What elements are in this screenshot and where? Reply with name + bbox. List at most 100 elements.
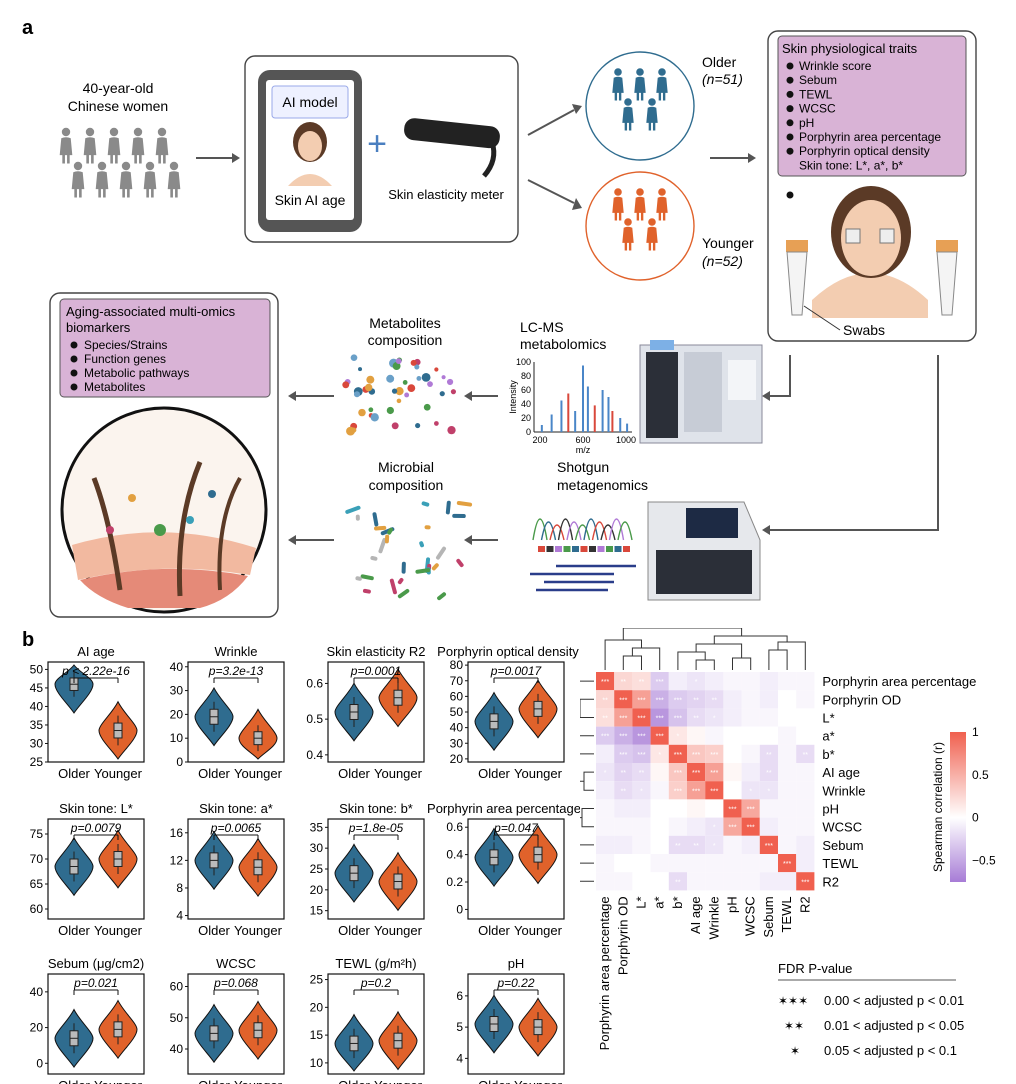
heatmap-cell — [759, 690, 778, 709]
heatmap-cell — [705, 781, 724, 800]
microbial-label-line1: Microbial — [378, 459, 434, 475]
chart-title: pH — [508, 956, 525, 971]
heatmap-cell — [687, 708, 706, 727]
heatmap-cell — [741, 854, 760, 873]
heatmap-cell — [705, 799, 724, 818]
x-category-label: Older — [198, 1078, 230, 1084]
ms-ytick: 0 — [526, 427, 531, 437]
heatmap-cell — [741, 672, 760, 691]
trait-item: pH — [799, 116, 814, 130]
y-tick-label: 50 — [450, 705, 464, 719]
violin-chart: TEWL (g/m²h)10152025OlderYoungerp=0.2 — [310, 956, 425, 1084]
significance-stars: *** — [692, 752, 700, 759]
heatmap-cell — [650, 744, 669, 763]
heatmap-cell — [705, 690, 724, 709]
y-tick-label: 4 — [456, 1051, 463, 1065]
heatmap-cell — [596, 672, 615, 691]
violin-chart: Porphyrin area percentage00.20.40.6Older… — [427, 801, 580, 938]
x-category-label: Older — [338, 1078, 370, 1084]
heatmap-cell — [759, 763, 778, 782]
heatmap-cell — [796, 690, 815, 709]
plot-frame — [47, 818, 145, 920]
heatmap-cell — [796, 872, 815, 891]
heatmap-cell — [668, 781, 687, 800]
heatmap-cell — [705, 872, 724, 891]
x-category-label: Younger — [234, 923, 283, 938]
row-label: TEWL — [822, 856, 858, 871]
x-category-label: Younger — [234, 1078, 283, 1084]
cohort-people-icon — [59, 127, 181, 198]
column-label: TEWL — [779, 896, 794, 932]
y-tick-label: 0.4 — [306, 748, 323, 762]
heatmap-cell — [741, 708, 760, 727]
y-tick-label: 50 — [170, 1011, 184, 1025]
arrow-icon — [770, 355, 939, 531]
heatmap-cell — [759, 872, 778, 891]
legend-stars-2: ✶✶ — [784, 1019, 804, 1033]
heatmap-cell — [668, 672, 687, 691]
y-tick-label: 25 — [310, 862, 324, 876]
heatmap-cell — [650, 708, 669, 727]
significance-stars: *** — [637, 752, 645, 759]
heatmap-cell — [596, 708, 615, 727]
heatmap-cell — [614, 690, 633, 709]
p-value-label: p=1.8e-05 — [348, 821, 404, 835]
heatmap-cell — [650, 835, 669, 854]
heatmap-cell — [650, 854, 669, 873]
ms-xtick: 1000 — [616, 435, 636, 445]
significance-stars: * — [768, 788, 771, 795]
column-label: R2 — [797, 896, 812, 913]
y-tick-label: 15 — [310, 1028, 324, 1042]
significance-stars: *** — [656, 734, 664, 741]
x-category-label: Younger — [94, 766, 143, 781]
y-tick-label: 65 — [30, 877, 44, 891]
x-category-label: Younger — [234, 766, 283, 781]
heatmap-cell — [778, 781, 797, 800]
sequencer-icon — [647, 501, 761, 601]
heatmap-cell — [650, 872, 669, 891]
x-category-label: Younger — [374, 766, 423, 781]
y-tick-label: 40 — [170, 660, 184, 674]
heatmap-cell — [632, 817, 651, 836]
colorbar-tick: 0.5 — [972, 768, 989, 782]
x-category-label: Younger — [374, 1078, 423, 1084]
arrow-icon — [770, 355, 791, 397]
heatmap-cell — [650, 781, 669, 800]
metabolite-dots-icon — [342, 354, 456, 436]
heatmap-cell — [741, 744, 760, 763]
violin-chart: Porphyrin optical density20304050607080O… — [437, 644, 579, 781]
heatmap-cell — [632, 690, 651, 709]
heatmap-cell — [705, 817, 724, 836]
heatmap-cell — [650, 690, 669, 709]
panel-label-b: b — [22, 629, 34, 651]
heatmap-cell — [614, 799, 633, 818]
plot-frame — [467, 818, 565, 920]
y-tick-label: 45 — [30, 681, 44, 695]
trait-item: Sebum — [799, 73, 837, 87]
heatmap-cell — [741, 817, 760, 836]
bullet-icon — [786, 62, 794, 70]
y-tick-label: 50 — [30, 662, 44, 676]
heatmap-cell — [723, 690, 742, 709]
colorbar-tick: 0 — [972, 811, 979, 825]
heatmap-cell — [687, 690, 706, 709]
row-label: Wrinkle — [822, 783, 865, 798]
y-tick-label: 15 — [310, 904, 324, 918]
chart-title: Skin tone: a* — [199, 801, 273, 816]
traits-list-box — [777, 35, 967, 177]
legend-fdr: FDR P-value ✶✶✶ 0.00 < adjusted p < 0.01… — [778, 961, 964, 1058]
row-label: Porphyrin area percentage — [822, 674, 976, 689]
heatmap-cell — [632, 744, 651, 763]
younger-people-icon — [612, 188, 668, 251]
heatmap-cell — [796, 672, 815, 691]
heatmap-cell — [723, 799, 742, 818]
row-label: b* — [822, 747, 834, 762]
significance-stars: *** — [601, 734, 609, 741]
x-category-label: Older — [338, 923, 370, 938]
significance-stars: *** — [747, 807, 755, 814]
ms-ytick: 100 — [516, 357, 531, 367]
y-tick-label: 30 — [30, 736, 44, 750]
